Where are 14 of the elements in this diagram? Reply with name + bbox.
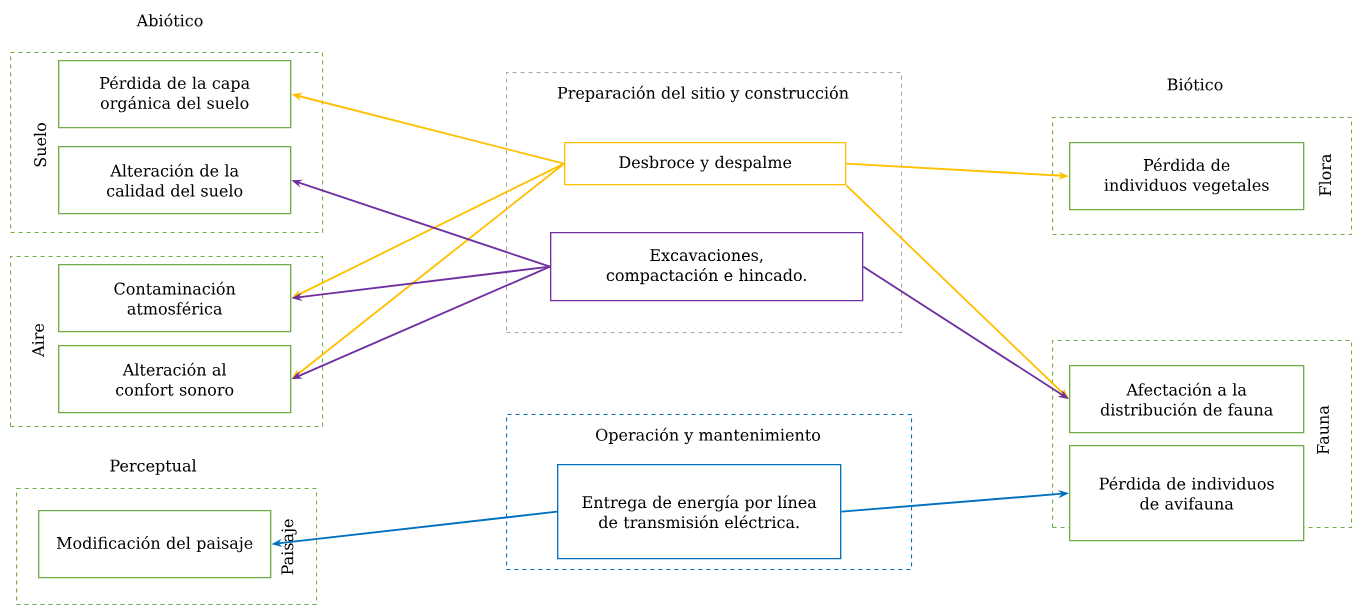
effect-box: Pérdida de individuos de avifauna [1069, 445, 1305, 542]
effect-box: Modificación del paisaje [38, 510, 272, 579]
effect-box: Pérdida de la capa orgánica del suelo [58, 60, 292, 129]
effect-box: Alteración al confort sonoro [58, 345, 292, 414]
category-heading: Perceptual [110, 459, 197, 475]
effect-box: Contaminación atmosférica [58, 264, 292, 333]
category-heading: Abiótico [136, 13, 203, 27]
effect-box: Afectación a la distribución de fauna [1069, 365, 1305, 434]
effect-box: Pérdida de individuos vegetales [1069, 142, 1305, 211]
effect-box: Alteración de la calidad del suelo [58, 146, 292, 215]
effect-box: Entrega de energía por línea de transmisión eléctrica. [557, 464, 842, 560]
category-heading: Biótico [1167, 77, 1223, 91]
effect-box: Excavaciones, compactación e hincado. [550, 232, 864, 302]
effect-box: Desbroce y despalme [564, 142, 847, 186]
